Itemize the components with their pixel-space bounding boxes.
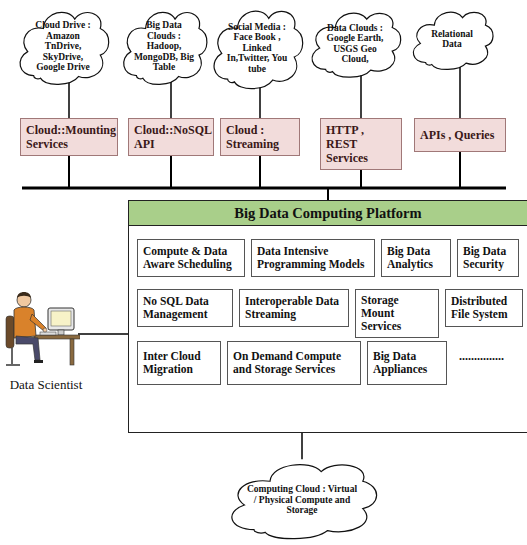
cloud-text-area: Data Clouds : Google Earth, USGS Geo Clo… bbox=[321, 18, 390, 68]
data-cloud: Cloud Drive : Amazon TnDrive, SkyDrive, … bbox=[14, 2, 112, 88]
node-label: Cloud::Mounting Services bbox=[26, 123, 116, 151]
connector-line bbox=[360, 74, 362, 118]
component-box: Big Data Analytics bbox=[381, 239, 451, 277]
component-box: Interoperable Data Streaming bbox=[239, 289, 349, 327]
connector-line bbox=[170, 81, 172, 118]
node-label: Big Data Security bbox=[463, 245, 513, 271]
connector-line bbox=[78, 333, 128, 335]
node-label: Cloud::NoSQL API bbox=[134, 123, 211, 151]
service-box: Cloud::Mounting Services bbox=[20, 118, 118, 156]
component-box: Distributed File System bbox=[445, 289, 523, 327]
node-label: HTTP , REST Services bbox=[326, 123, 396, 165]
connector-line bbox=[301, 433, 303, 459]
cloud-path bbox=[20, 12, 109, 84]
node-label: Data Clouds : Google Earth, USGS Geo Clo… bbox=[321, 23, 390, 65]
connector-line bbox=[259, 85, 261, 118]
service-box: Cloud : Streaming bbox=[220, 118, 300, 156]
cloud-path bbox=[312, 13, 401, 77]
component-box: Compute & Data Aware Scheduling bbox=[137, 239, 245, 277]
cloud-path bbox=[124, 12, 207, 84]
node-label: Relational Data bbox=[421, 29, 483, 50]
node-label: Social Media : Face Book , Linked In,Twi… bbox=[223, 22, 292, 75]
node-label: APIs , Queries bbox=[420, 128, 494, 142]
person-illustration bbox=[4, 286, 80, 370]
node-label: Storage Mount Services bbox=[361, 294, 433, 333]
computing-cloud: Computing Cloud : Virtual / Physical Com… bbox=[222, 454, 382, 542]
node-label: Compute & Data Aware Scheduling bbox=[143, 245, 239, 271]
node-label: Big Data Appliances bbox=[373, 350, 441, 376]
connector-line bbox=[459, 67, 461, 118]
component-box: Big Data Security bbox=[457, 239, 519, 277]
ellipsis-label: ............... bbox=[459, 349, 504, 364]
connector-line bbox=[69, 156, 328, 200]
service-box: APIs , Queries bbox=[414, 118, 506, 152]
service-box: Cloud::NoSQL API bbox=[128, 118, 214, 156]
platform-title: Big Data Computing Platform bbox=[129, 201, 527, 226]
node-label: On Demand Compute and Storage Services bbox=[233, 350, 355, 376]
cloud-text-area: Cloud Drive : Amazon TnDrive, SkyDrive, … bbox=[29, 18, 98, 75]
node-label: Big Data Analytics bbox=[387, 245, 445, 271]
node-label: Interoperable Data Streaming bbox=[245, 295, 343, 321]
data-cloud: Big Data Clouds : Hadoop, MongoDB, Big T… bbox=[118, 2, 210, 88]
node-label: Big Data Clouds : Hadoop, MongoDB, Big T… bbox=[132, 20, 196, 73]
connector-line bbox=[328, 170, 361, 200]
cloud-text-area: Big Data Clouds : Hadoop, MongoDB, Big T… bbox=[132, 18, 196, 75]
platform-box: Big Data Computing PlatformCompute & Dat… bbox=[128, 200, 527, 433]
node-label: Distributed File System bbox=[451, 295, 517, 321]
node-label: Cloud Drive : Amazon TnDrive, SkyDrive, … bbox=[29, 20, 98, 73]
data-scientist: Data Scientist bbox=[0, 286, 92, 392]
component-box: On Demand Compute and Storage Services bbox=[227, 341, 361, 385]
node-label: Data Intensive Programming Models bbox=[257, 245, 369, 271]
data-cloud: Data Clouds : Google Earth, USGS Geo Clo… bbox=[306, 4, 404, 80]
cloud-text-area: Social Media : Face Book , Linked In,Twi… bbox=[223, 17, 292, 78]
cloud-path bbox=[232, 465, 377, 539]
node-label: No SQL Data Management bbox=[143, 295, 227, 321]
component-box: Big Data Appliances bbox=[367, 341, 447, 385]
component-box: Data Intensive Programming Models bbox=[251, 239, 375, 277]
component-box: Storage Mount Services bbox=[355, 289, 439, 338]
component-box: Inter Cloud Migration bbox=[137, 341, 221, 385]
node-label: Data Scientist bbox=[0, 377, 92, 392]
node-label: Inter Cloud Migration bbox=[143, 350, 215, 376]
data-cloud: Relational Data bbox=[408, 4, 496, 72]
node-label: Computing Cloud : Virtual / Physical Com… bbox=[246, 484, 358, 516]
node-label: Cloud : Streaming bbox=[226, 123, 294, 151]
component-box: No SQL Data Management bbox=[137, 289, 233, 327]
cloud-text-area: Computing Cloud : Virtual / Physical Com… bbox=[246, 471, 358, 529]
connector-line bbox=[171, 156, 328, 200]
cloud-text-area: Relational Data bbox=[421, 17, 483, 62]
cloud-path bbox=[214, 11, 303, 88]
connector-line bbox=[260, 156, 328, 200]
service-box: HTTP , REST Services bbox=[320, 118, 402, 170]
cloud-path bbox=[413, 12, 493, 69]
connector-line bbox=[68, 81, 70, 118]
data-cloud: Social Media : Face Book , Linked In,Twi… bbox=[208, 0, 306, 92]
